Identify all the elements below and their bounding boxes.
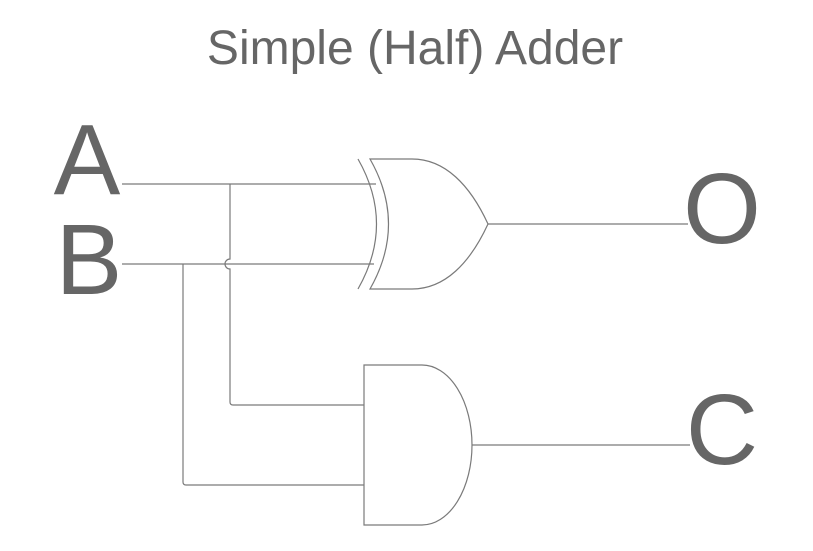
xor-gate-input-curve — [357, 158, 378, 290]
wire-b-to-and — [182, 264, 364, 486]
diagram-title: Simple (Half) Adder — [207, 22, 623, 75]
and-gate — [363, 364, 473, 526]
input-a-label: A — [54, 104, 121, 216]
output-c-label: C — [686, 374, 758, 486]
xor-gate — [357, 158, 489, 290]
input-b-label: B — [56, 204, 123, 316]
and-gate-body — [363, 364, 473, 526]
wires — [122, 183, 690, 486]
output-o-label: O — [683, 153, 761, 265]
xor-gate-body — [368, 158, 489, 290]
wire-a-to-and — [224, 184, 364, 406]
